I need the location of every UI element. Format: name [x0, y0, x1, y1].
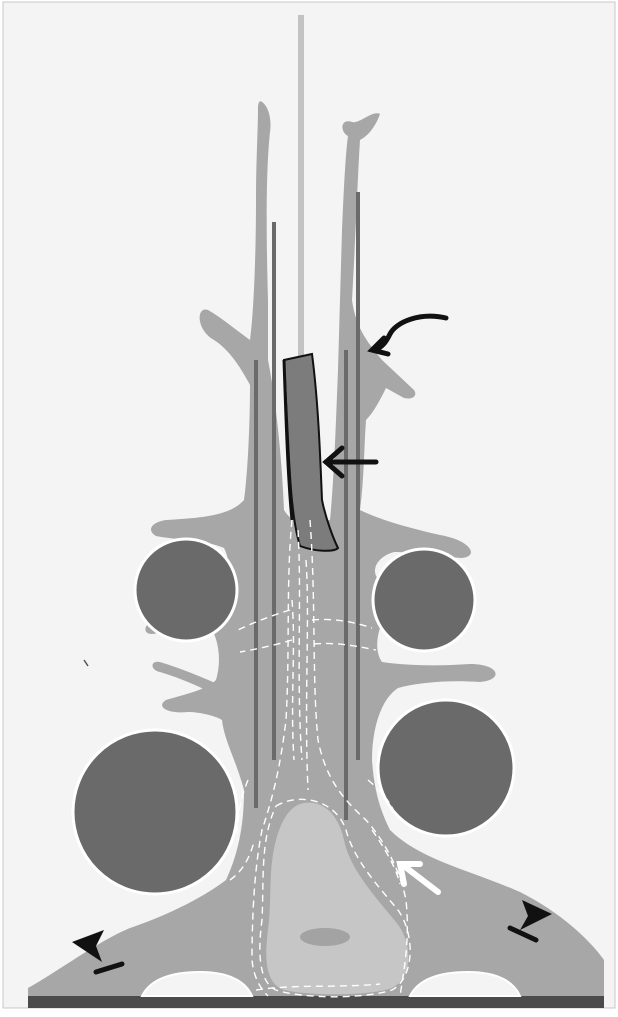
pipette: [298, 15, 304, 360]
axon-line-4: [356, 192, 360, 760]
circle-top-left: [135, 539, 237, 641]
circle-bottom-right: [378, 700, 514, 836]
circle-bottom-left: [73, 730, 237, 894]
axon-line-1: [254, 360, 258, 808]
nucleus: [300, 928, 350, 946]
circle-top-right: [373, 549, 475, 651]
base-strip: [28, 996, 604, 1008]
axon-line-2: [272, 222, 276, 760]
axon-line-3: [344, 350, 348, 820]
